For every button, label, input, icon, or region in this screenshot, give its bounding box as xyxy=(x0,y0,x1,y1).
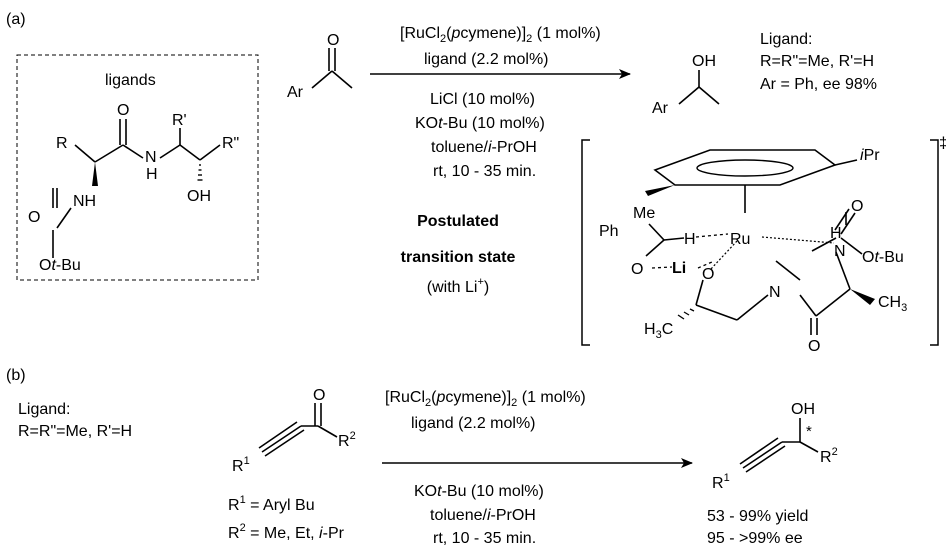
ts-arene-circle xyxy=(696,159,794,177)
ligand-note-b-line1: R=R"=Me, R'=H xyxy=(18,423,132,440)
conditions-a-base: KOt-Bu (10 mol%) xyxy=(415,115,545,132)
ligand-note-b-title: Ligand: xyxy=(18,401,71,418)
ts-arene-ring xyxy=(653,149,837,186)
ts-otbu: Ot-Bu xyxy=(862,249,904,266)
ts-hash-h3c xyxy=(677,308,695,320)
ligand-atom-oh: OH xyxy=(187,188,211,205)
ligand-atom-o-top: O xyxy=(117,102,129,119)
ts-ch3: CH3 xyxy=(878,294,907,314)
conditions-a-catalyst: [RuCl2(pcymene)]2 (1 mol%) xyxy=(400,25,601,45)
ts-o-mid: O xyxy=(702,266,714,283)
product-b-stereo-star: * xyxy=(806,423,812,440)
product-b-r1: R1 xyxy=(712,472,730,492)
ts-o-bottom: O xyxy=(808,338,820,355)
substituents-b-r2: R2 = Me, Et, i-Pr xyxy=(228,522,345,542)
ligand-structure xyxy=(52,119,221,258)
ligand-box-title: ligands xyxy=(105,72,156,89)
substrate-b-o: O xyxy=(313,387,325,404)
substrate-b-bonds xyxy=(258,403,338,457)
ts-hashed-ru-bonds xyxy=(709,236,835,271)
ts-caption-line3: (with Li+) xyxy=(427,276,489,296)
substrate-b-r1: R1 xyxy=(232,455,250,475)
ligand-note-a-line2: Ar = Ph, ee 98% xyxy=(760,76,877,93)
product-a-bonds xyxy=(678,70,720,105)
ligand-atom-r-prime: R' xyxy=(172,112,187,129)
conditions-b-time: rt, 10 - 35 min. xyxy=(433,530,536,547)
ts-n1: N xyxy=(834,243,846,260)
ligand-atom-nh: NH xyxy=(73,193,96,210)
ts-bracket-left xyxy=(581,139,590,346)
product-a-ar: Ar xyxy=(652,100,669,117)
ligand-note-a-line1: R=R"=Me, R'=H xyxy=(760,53,874,70)
ligand-note-a-title: Ligand: xyxy=(760,31,813,48)
ligand-atom-o-carbonyl: O xyxy=(28,209,40,226)
substrate-a-ar: Ar xyxy=(287,84,304,101)
ts-caption-line2: transition state xyxy=(401,249,516,266)
ts-o-left: O xyxy=(631,261,643,278)
ts-dashed-bonds xyxy=(651,233,729,269)
ts-double-dagger: ‡ xyxy=(939,135,946,152)
ts-h2: H xyxy=(830,225,842,242)
product-b-bonds xyxy=(739,418,819,473)
ts-caption-line1: Postulated xyxy=(417,213,499,230)
panel-a-label: (a) xyxy=(6,11,26,28)
ligand-atom-r-dprime: R" xyxy=(222,135,239,152)
ts-ph: Ph xyxy=(599,223,619,240)
ligand-wedge-bond xyxy=(92,162,98,186)
substituents-b-r1: R1 = Aryl Bu xyxy=(228,494,315,514)
conditions-a-solvent: toluene/i-PrOH xyxy=(431,139,537,156)
ligand-box xyxy=(16,54,259,281)
ts-ipr: iPr xyxy=(860,147,880,164)
substrate-b-r2: R2 xyxy=(338,430,356,450)
conditions-a-time: rt, 10 - 35 min. xyxy=(433,163,536,180)
product-b-r2: R2 xyxy=(820,446,838,466)
ts-ru: Ru xyxy=(730,231,750,248)
ts-me: Me xyxy=(633,205,655,222)
ts-h3c: H3C xyxy=(644,321,673,341)
ts-h1: H xyxy=(684,231,696,248)
ts-o-top: O xyxy=(851,198,863,215)
results-b-ee: 95 - >99% ee xyxy=(707,530,803,547)
product-b-oh: OH xyxy=(791,401,815,418)
product-a-oh: OH xyxy=(692,53,716,70)
results-b-yield: 53 - 99% yield xyxy=(707,508,808,525)
substrate-a-o: O xyxy=(327,32,339,49)
substrate-a-bonds xyxy=(311,48,353,89)
panel-b-label: (b) xyxy=(6,367,26,384)
conditions-a-ligand: ligand (2.2 mol%) xyxy=(424,51,549,68)
conditions-b-base: KOt-Bu (10 mol%) xyxy=(414,483,544,500)
conditions-b-ligand: ligand (2.2 mol%) xyxy=(411,415,536,432)
ts-bonds xyxy=(645,159,863,335)
ts-bracket-right xyxy=(930,139,939,346)
ligand-atom-r: R xyxy=(56,135,68,152)
conditions-a-licl: LiCl (10 mol%) xyxy=(430,91,535,108)
ts-n2: N xyxy=(769,284,781,301)
ts-ch3-wedge xyxy=(850,289,875,305)
ligand-atom-h: H xyxy=(146,166,158,183)
ts-methyl-wedge xyxy=(645,185,675,196)
ligand-hash-bond xyxy=(197,164,203,181)
ligand-atom-n: N xyxy=(145,149,157,166)
conditions-b-solvent: toluene/i-PrOH xyxy=(430,507,536,524)
conditions-b-catalyst: [RuCl2(pcymene)]2 (1 mol%) xyxy=(385,389,586,409)
ligand-atom-otbu: Ot-Bu xyxy=(39,257,81,274)
ts-li: Li xyxy=(672,260,686,277)
